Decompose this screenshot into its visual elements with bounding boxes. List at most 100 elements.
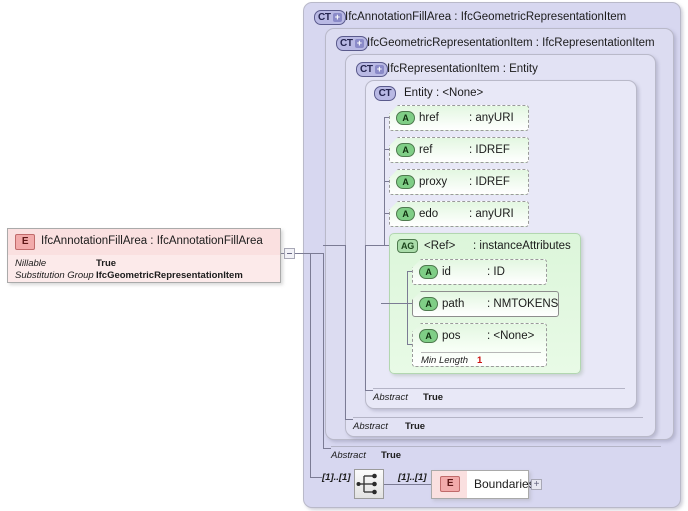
connector-line <box>323 245 345 246</box>
attribute-type: : IDREF <box>469 176 510 188</box>
attribute-type: : IDREF <box>469 144 510 156</box>
complextype-title-entity: Entity : <None> <box>404 87 484 99</box>
complextype-title-ifcrepresentationitem: IfcRepresentationItem : Entity <box>387 63 538 75</box>
connector-line <box>407 271 415 272</box>
abstract-value: True <box>405 421 426 432</box>
connector-line <box>310 253 311 478</box>
attribute-badge-icon: A <box>396 175 415 189</box>
badge-label: AG <box>401 240 414 251</box>
sequence-glyph <box>356 473 377 495</box>
attribute-badge-icon: A <box>419 329 438 343</box>
attribute-proxy[interactable]: A proxy : IDREF <box>389 169 529 195</box>
badge-label: A <box>425 266 432 277</box>
badge-label: E <box>21 236 29 247</box>
element-title: Boundaries <box>474 477 535 491</box>
attribute-badge-icon: A <box>419 265 438 279</box>
connector-line <box>345 419 353 420</box>
attribute-name: id <box>442 266 451 278</box>
attribute-ref[interactable]: A ref : IDREF <box>389 137 529 163</box>
attribute-badge-icon: A <box>396 207 415 221</box>
element-header: E IfcAnnotationFillArea : IfcAnnotationF… <box>8 229 280 256</box>
attribute-name: path <box>442 298 465 310</box>
connector-line <box>384 117 392 118</box>
element-boundaries[interactable]: E Boundaries <box>431 470 535 499</box>
connector-line <box>407 344 415 345</box>
connector-line <box>407 271 408 345</box>
complextype-title-ifcannotationfillarea: IfcAnnotationFillArea : IfcGeometricRepr… <box>345 11 627 23</box>
expand-plus-icon: + <box>374 65 384 74</box>
property-label-nillable: Nillable <box>15 258 47 269</box>
element-badge-icon: E <box>15 234 35 250</box>
connector-line <box>310 477 322 478</box>
badge-label: A <box>425 330 432 341</box>
connector-line <box>365 245 385 246</box>
badge-label: A <box>402 144 409 155</box>
connector-line <box>365 390 373 391</box>
attribute-href[interactable]: A href : anyURI <box>389 105 529 131</box>
connector-line <box>323 448 331 449</box>
badge-label: CT <box>360 63 373 75</box>
abstract-label: Abstract <box>373 392 408 403</box>
connector-line <box>381 303 408 304</box>
cardinality-left: [1]..[1] <box>322 472 351 483</box>
facet-value: 1 <box>477 355 483 366</box>
attribute-name: href <box>419 112 439 124</box>
badge-label: CT <box>378 87 392 99</box>
attribute-edo[interactable]: A edo : anyURI <box>389 201 529 227</box>
expand-plus-icon: + <box>332 13 342 22</box>
abstract-label: Abstract <box>331 450 366 461</box>
element-badge-icon: E <box>440 476 460 492</box>
badge-label: A <box>425 298 432 309</box>
badge-label: CT <box>340 37 353 49</box>
attribute-group-name: <Ref> <box>424 240 456 252</box>
expand-boundaries-button[interactable]: + <box>531 479 542 490</box>
property-value-nillable: True <box>96 258 117 269</box>
attribute-name: edo <box>419 208 439 220</box>
property-label-substitution-group: Substitution Group <box>15 270 94 281</box>
attribute-name: proxy <box>419 176 448 188</box>
expand-plus-icon: + <box>354 39 364 48</box>
attribute-badge-icon: A <box>396 111 415 125</box>
connector-line <box>407 303 415 304</box>
complextype-title-ifcgeometricrepresentationitem: IfcGeometricRepresentationItem : IfcRepr… <box>367 37 655 49</box>
connector-line <box>345 245 346 420</box>
attribute-type: : anyURI <box>469 208 514 220</box>
connector-line <box>384 213 392 214</box>
attribute-path[interactable]: A path : NMTOKENS <box>412 291 559 317</box>
connector-line <box>295 253 323 254</box>
connector-line <box>384 245 392 246</box>
connector-line <box>323 253 324 449</box>
collapse-toggle[interactable] <box>284 248 295 259</box>
divider <box>331 446 661 447</box>
facet-divider <box>421 352 541 353</box>
complextype-badge-icon: CT+ <box>356 62 388 77</box>
complextype-badge-icon: CT+ <box>314 10 346 25</box>
cardinality-right: [1]..[1] <box>398 472 427 483</box>
facet-min-length: Min Length 1 <box>421 355 482 366</box>
attribute-badge-icon: A <box>419 297 438 311</box>
badge-label: CT <box>318 11 331 23</box>
complextype-badge-icon: CT <box>374 86 396 101</box>
attribute-group-type: : instanceAttributes <box>473 240 571 252</box>
connector-line <box>384 181 392 182</box>
sequence-icon[interactable] <box>354 469 384 499</box>
facet-label: Min Length <box>421 355 469 366</box>
connector-line <box>384 149 392 150</box>
attributegroup-badge-icon: AG <box>397 239 418 253</box>
badge-label: A <box>402 176 409 187</box>
attribute-type: : <None> <box>487 330 535 342</box>
attribute-id[interactable]: A id : ID <box>412 259 547 285</box>
attribute-type: : ID <box>487 266 505 278</box>
element-ifcannotationfillarea[interactable]: E IfcAnnotationFillArea : IfcAnnotationF… <box>7 228 281 283</box>
connector-line <box>384 484 432 485</box>
property-value-substitution-group: IfcGeometricRepresentationItem <box>96 270 243 281</box>
abstract-label: Abstract <box>353 421 388 432</box>
attribute-type: : anyURI <box>469 112 514 124</box>
badge-label: A <box>402 112 409 123</box>
complextype-badge-icon: CT+ <box>336 36 368 51</box>
connector-line <box>365 245 366 391</box>
badge-label: E <box>446 478 454 489</box>
divider <box>373 388 625 389</box>
